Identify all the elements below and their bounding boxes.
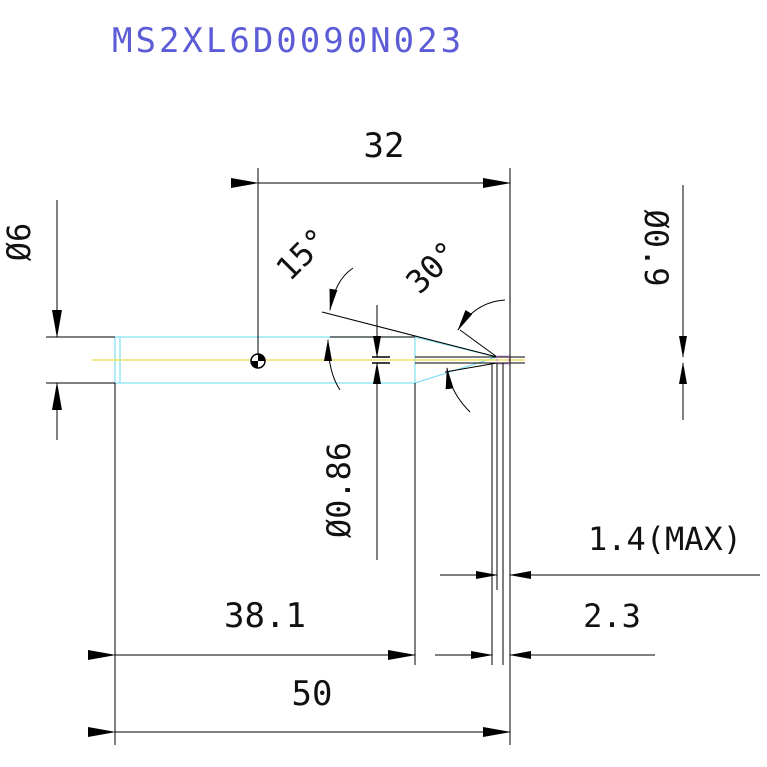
part-number-title: MS2XL6D0090N023	[112, 21, 464, 61]
dimension-32-label: 32	[364, 126, 405, 166]
dimension-38-1-label: 38.1	[224, 596, 306, 636]
dimension-1-4-max-label: 1.4(MAX)	[588, 520, 742, 558]
neck-diameter-label: Ø0.86	[320, 442, 358, 538]
tip-diameter-label: Ø0.9	[637, 209, 675, 286]
angle-15-label: 15°	[268, 220, 336, 288]
dimension-2-3-label: 2.3	[583, 597, 641, 635]
angle-30-marker	[445, 299, 506, 413]
center-point-icon	[250, 353, 266, 369]
tip-detail	[321, 311, 525, 373]
dimension-50-label: 50	[292, 674, 333, 714]
shank-diameter-label: Ø6	[0, 223, 38, 262]
angle-15-marker	[324, 267, 354, 391]
angle-30-label: 30°	[398, 233, 466, 301]
